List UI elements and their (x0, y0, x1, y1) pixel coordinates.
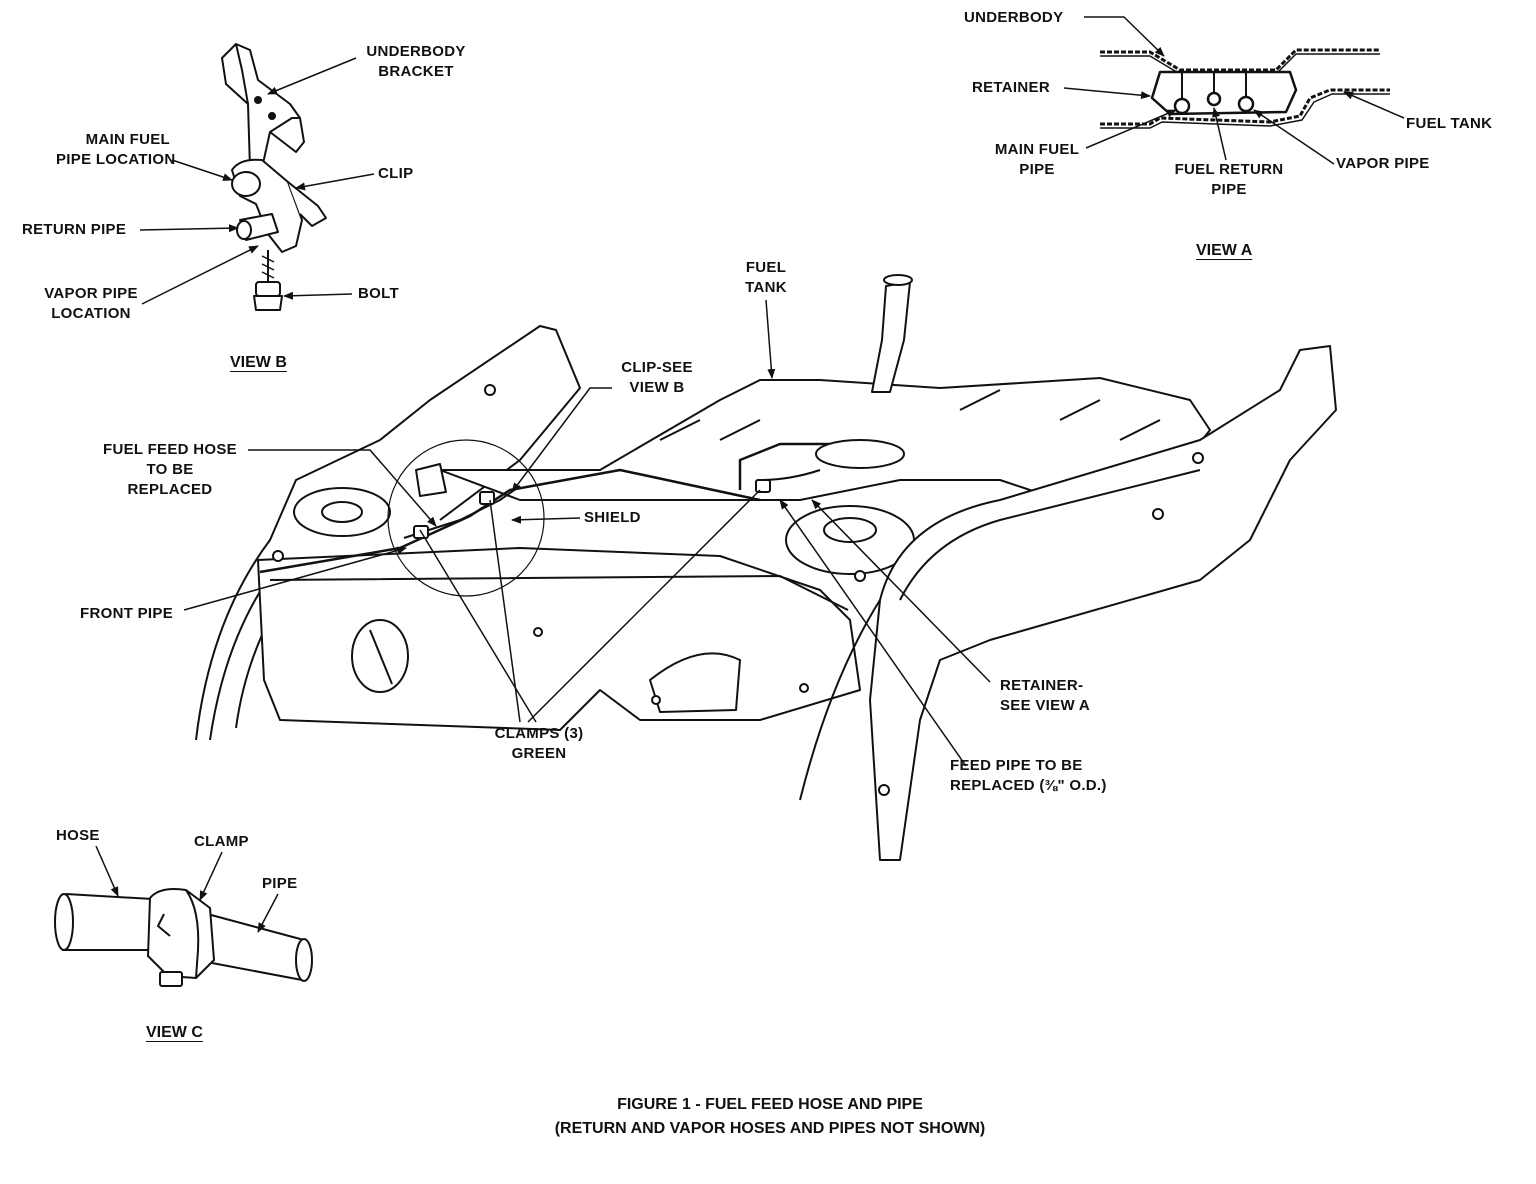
label-fuel-return-pipe: FUEL RETURN PIPE (1174, 161, 1284, 198)
label-pipe: PIPE (262, 875, 298, 892)
view-b-drawing (221, 43, 327, 311)
label-main-fuel-pipe-location: MAIN FUEL PIPE LOCATION (56, 131, 176, 168)
label-vapor-pipe-location: VAPOR PIPE LOCATION (44, 285, 138, 322)
leader-lines (95, 16, 1405, 933)
label-fuel-tank-view-a: FUEL TANK (1406, 115, 1493, 132)
label-fuel-feed-hose: FUEL FEED HOSE TO BE REPLACED (103, 441, 237, 498)
label-underbody-bracket: UNDERBODY BRACKET (366, 43, 466, 80)
label-retainer: RETAINER (972, 79, 1050, 96)
label-hose: HOSE (56, 827, 100, 844)
label-front-pipe: FRONT PIPE (80, 605, 174, 622)
view-c-title: VIEW C (146, 1024, 203, 1041)
label-feed-pipe: FEED PIPE TO BE REPLACED (⅜" O.D.) (950, 757, 1107, 794)
label-clamps: CLAMPS (3) GREEN (494, 725, 584, 762)
view-a-title: VIEW A (1196, 242, 1253, 259)
label-retainer-see-view-a: RETAINER- SEE VIEW A (1000, 677, 1090, 714)
label-vapor-pipe: VAPOR PIPE (1336, 155, 1430, 172)
label-clamp: CLAMP (194, 833, 249, 850)
view-c-drawing (54, 888, 313, 987)
figure-caption-line-1: FIGURE 1 - FUEL FEED HOSE AND PIPE (617, 1096, 923, 1113)
label-clip-see-view-b: CLIP-SEE VIEW B (621, 359, 693, 396)
label-bolt: BOLT (358, 285, 399, 302)
main-view-drawing (195, 274, 1337, 861)
view-b-title: VIEW B (230, 354, 287, 371)
label-shield: SHIELD (584, 509, 641, 526)
view-a-drawing (1100, 48, 1390, 129)
figure-caption-line-2: (RETURN AND VAPOR HOSES AND PIPES NOT SH… (554, 1120, 986, 1137)
label-underbody: UNDERBODY (964, 9, 1064, 26)
label-fuel-tank-main: FUEL TANK (745, 259, 787, 296)
label-clip: CLIP (378, 165, 414, 182)
label-return-pipe: RETURN PIPE (22, 221, 127, 238)
label-main-fuel-pipe: MAIN FUEL PIPE (994, 141, 1080, 178)
